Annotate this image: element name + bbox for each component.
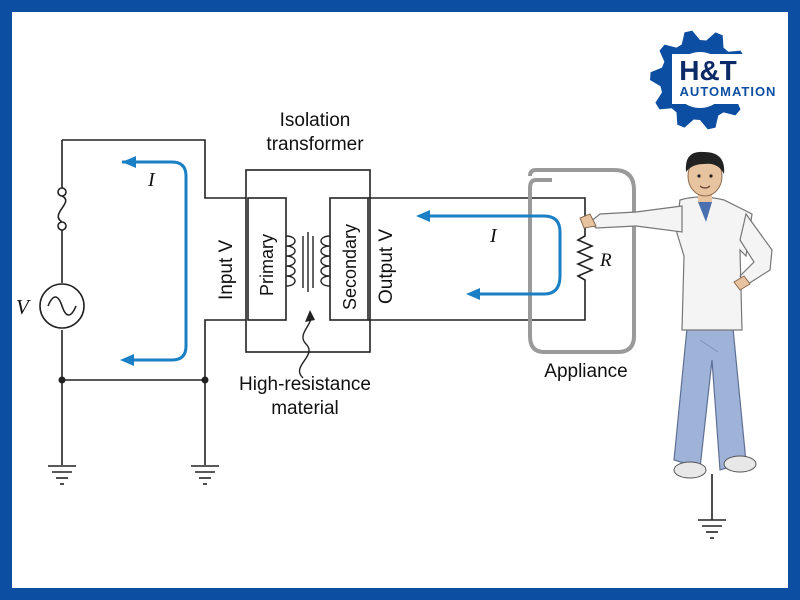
isolation-label-line2: transformer (266, 134, 364, 155)
ground-symbol-left (48, 465, 76, 485)
isolation-label-line1: Isolation (280, 110, 351, 131)
high-resistance-pointer (298, 315, 312, 379)
person-illustration (579, 151, 773, 479)
appliance-case (528, 168, 636, 354)
logo-subtitle: AUTOMATION (680, 84, 777, 99)
high-resistance-label-line1: High-resistance (239, 374, 371, 395)
appliance-label: Appliance (544, 361, 627, 382)
input-v-label: Input V (216, 239, 237, 300)
junction-dot (201, 376, 209, 384)
arrowhead (122, 156, 136, 168)
resistor-label: R (599, 250, 612, 271)
input-circuit (61, 139, 248, 465)
arrowhead (416, 210, 430, 222)
resistor-symbol (575, 228, 595, 288)
gear-icon (650, 30, 784, 130)
fuse-symbol (57, 187, 67, 231)
secondary-coil (320, 235, 331, 287)
logo-brand-text: H&T (679, 55, 737, 86)
current-arrow-left (122, 160, 188, 362)
core-lines (302, 232, 314, 292)
current-arrow-right (420, 214, 562, 296)
primary-coil (285, 235, 296, 287)
ground-symbol-person (698, 519, 726, 539)
arrowhead (466, 288, 480, 300)
current-label-right: I (489, 225, 498, 247)
secondary-label: Secondary (340, 224, 360, 310)
junction-dot (58, 376, 66, 384)
primary-label: Primary (257, 234, 277, 296)
output-v-label: Output V (376, 229, 397, 304)
arrowhead (305, 310, 315, 322)
logo-text-panel (672, 54, 784, 104)
current-label-left: I (147, 169, 156, 191)
ac-source-symbol (39, 283, 85, 329)
high-resistance-label-line2: material (271, 398, 339, 419)
ground-symbol-middle (191, 465, 219, 485)
brand-logo: H&T AUTOMATION (650, 30, 784, 130)
arrowhead (120, 354, 134, 366)
primary-box (247, 197, 287, 321)
source-voltage-label: V (16, 295, 31, 319)
secondary-box (329, 197, 369, 321)
